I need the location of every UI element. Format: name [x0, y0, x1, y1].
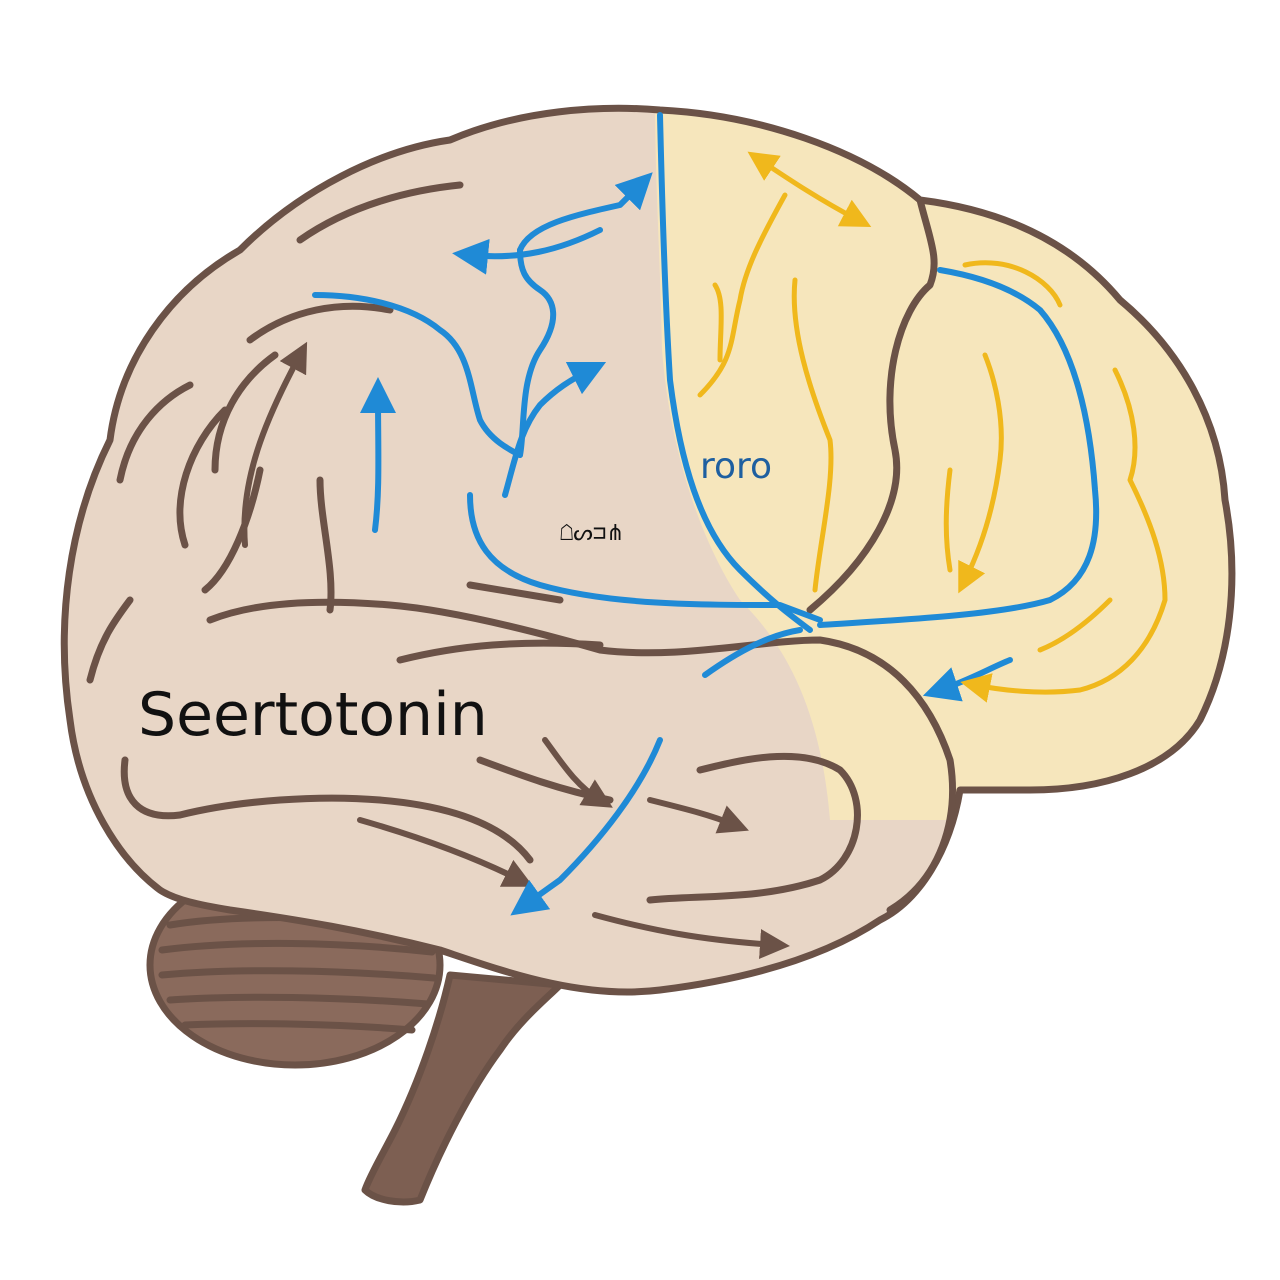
yellow-pathways: [697, 151, 1168, 703]
label-main: Seertotonin: [138, 680, 488, 750]
label-frontal: roro: [700, 446, 772, 487]
brainstem: [361, 971, 564, 1206]
blue-pathways: [312, 112, 1100, 916]
brown-arrows: [241, 341, 790, 959]
temporal-lobe-outline: [206, 598, 956, 914]
cortex-folds: [86, 181, 861, 904]
frontal-divider: [806, 196, 938, 614]
brain-outline: [60, 104, 1236, 996]
label-mid: ☖ᔕ⊐⋔: [560, 521, 625, 546]
